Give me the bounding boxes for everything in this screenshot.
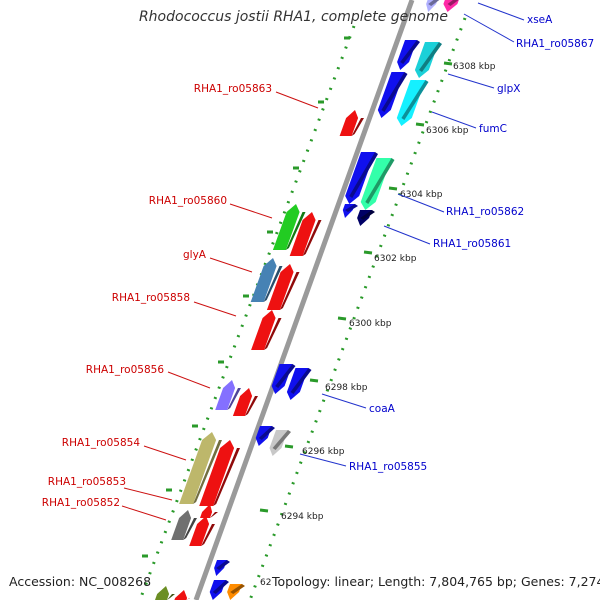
gene-arrow-ro05852-shade bbox=[201, 524, 215, 546]
gene-label-reverse[interactable]: RHA1_ro05853 bbox=[48, 476, 126, 488]
gene-arrow-ro05854a[interactable] bbox=[179, 432, 217, 504]
accession-label: Accession: NC_008268 bbox=[9, 574, 152, 589]
genome-title: Rhodococcus jostii RHA1, complete genome bbox=[138, 9, 448, 25]
genome-summary: Topology: linear; Length: 7,804,765 bp; … bbox=[272, 574, 600, 589]
gene-label-forward[interactable]: glpX bbox=[497, 83, 520, 95]
gene-arrow-ro05852[interactable] bbox=[189, 516, 210, 546]
gene-arrow-ro05861a-shade bbox=[345, 204, 358, 212]
gene-arrow-coaa-a-shade bbox=[275, 364, 296, 388]
scale-label: 6294 kbp bbox=[281, 512, 324, 522]
gene-arrow-glpx-shade bbox=[419, 42, 442, 72]
gene-arrows bbox=[155, 0, 461, 600]
gene-arrow-ro05862a-shade bbox=[349, 152, 378, 198]
gene-arrow-xsea-shade bbox=[447, 0, 459, 6]
scale-label: 6298 kbp bbox=[325, 383, 368, 393]
scale-label: 62 bbox=[260, 578, 271, 588]
gene-label-forward[interactable]: fumC bbox=[479, 123, 507, 135]
gene-arrow-bottom-d[interactable] bbox=[155, 586, 170, 600]
scale-label: 6296 kbp bbox=[302, 447, 345, 457]
gene-arrow-ro05854a-shade bbox=[193, 440, 222, 504]
gene-arrow-ro05856a[interactable] bbox=[215, 380, 236, 410]
gene-arrow-ro05853[interactable] bbox=[200, 504, 213, 518]
gene-label-forward[interactable]: RHA1_ro05862 bbox=[446, 206, 524, 218]
gene-arrow-fumc-shade bbox=[401, 80, 429, 120]
gene-arrow-xsea[interactable] bbox=[443, 0, 461, 12]
gene-label-reverse[interactable]: RHA1_ro05863 bbox=[194, 83, 272, 95]
gene-arrow-ro05860[interactable] bbox=[289, 212, 316, 256]
gene-arrow-ro05856[interactable] bbox=[232, 388, 253, 416]
gene-arrow-ro05856-shade bbox=[244, 396, 258, 416]
gene-label-forward[interactable]: xseA bbox=[527, 14, 553, 26]
scale-label: 6304 kbp bbox=[400, 190, 443, 200]
gene-arrow-ro05860a[interactable] bbox=[272, 204, 300, 250]
gene-arrow-ro05852a[interactable] bbox=[171, 510, 192, 540]
gene-label-reverse[interactable]: RHA1_ro05858 bbox=[112, 292, 190, 304]
forward-leader-lines bbox=[299, 2, 525, 467]
tick-line-right bbox=[248, 17, 467, 600]
gene-label-forward[interactable]: RHA1_ro05861 bbox=[433, 238, 511, 250]
gene-arrow-bottom-b-shade bbox=[212, 580, 229, 594]
scale-label: 6306 kbp bbox=[426, 126, 469, 136]
reverse-leader-lines bbox=[121, 91, 319, 521]
gene-label-reverse[interactable]: RHA1_ro05852 bbox=[42, 497, 120, 509]
gene-label-reverse[interactable]: RHA1_ro05856 bbox=[86, 364, 165, 376]
gene-arrow-ro05860-shade bbox=[302, 220, 322, 256]
gene-arrow-ro05863-shade bbox=[351, 118, 364, 136]
gene-arrow-bottom-a-shade bbox=[216, 560, 230, 570]
gene-label-forward[interactable]: RHA1_ro05867 bbox=[516, 38, 594, 50]
gene-label-forward[interactable]: coaA bbox=[369, 403, 396, 415]
gene-arrow-ro05863[interactable] bbox=[339, 110, 359, 136]
gene-arrow-glya-shade bbox=[263, 266, 283, 302]
gene-arrow-bottom-c-shade bbox=[230, 584, 245, 594]
gene-arrow-ro05856a-shade bbox=[227, 388, 241, 410]
gene-arrow-glya[interactable] bbox=[250, 258, 277, 302]
gene-arrow-ro05860a-shade bbox=[285, 212, 306, 250]
gene-arrow-ro05855-shade bbox=[272, 430, 291, 450]
gene-arrow-ro05855a-shade bbox=[258, 426, 275, 440]
gene-arrow-ro05852a-shade bbox=[183, 518, 197, 540]
major-ticks-right bbox=[259, 61, 453, 513]
scale-label: 6302 kbp bbox=[374, 254, 417, 264]
genome-backbone bbox=[193, 0, 415, 600]
scale-label: 6300 kbp bbox=[349, 319, 392, 329]
gene-arrow-ro05861-shade bbox=[360, 210, 375, 220]
gene-label-reverse[interactable]: RHA1_ro05860 bbox=[149, 195, 227, 207]
gene-arrow-ro05862-shade bbox=[365, 158, 395, 204]
gene-arrow-glya-b[interactable] bbox=[266, 264, 294, 310]
gene-arrow-ro05867-shade bbox=[428, 0, 440, 6]
gene-arrow-ro05854-shade bbox=[213, 448, 240, 506]
gene-arrow-bottom-e[interactable] bbox=[174, 590, 188, 600]
gene-label-reverse[interactable]: glyA bbox=[183, 249, 207, 261]
gene-label-reverse[interactable]: RHA1_ro05854 bbox=[62, 437, 141, 449]
gene-arrow-bottom-d-shade bbox=[167, 594, 175, 600]
gene-arrow-ro05853-shade bbox=[210, 512, 218, 518]
gene-arrow-ro05854[interactable] bbox=[199, 440, 235, 506]
gene-arrow-glya-b-shade bbox=[279, 272, 300, 310]
gene-arrow-ro05858[interactable] bbox=[251, 310, 276, 350]
scale-label: 6308 kbp bbox=[453, 62, 496, 72]
gene-arrow-fumc-a-shade bbox=[381, 72, 408, 112]
gene-arrow-ro05867b-shade bbox=[400, 40, 420, 64]
gene-arrow-ro05858-shade bbox=[264, 318, 282, 350]
major-ticks-left bbox=[142, 36, 350, 558]
gene-arrow-coaa-shade bbox=[290, 368, 312, 394]
gene-label-forward[interactable]: RHA1_ro05855 bbox=[349, 461, 427, 473]
